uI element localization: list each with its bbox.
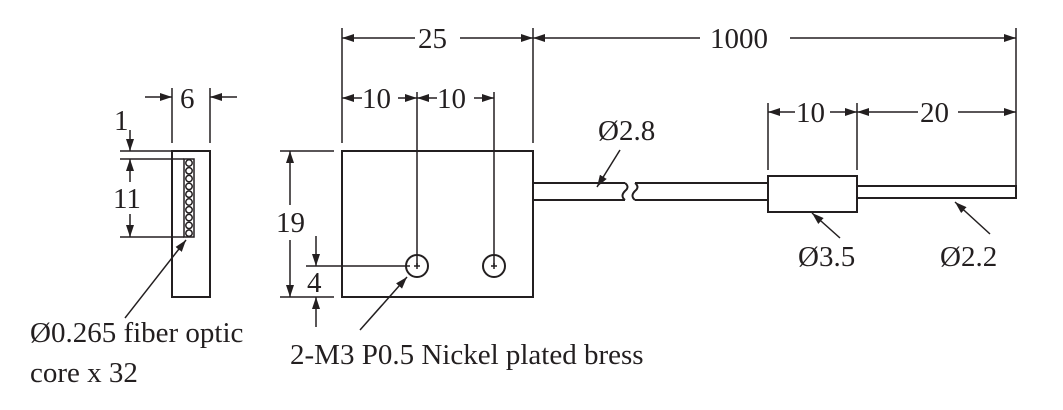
fiber-core [185, 221, 193, 230]
side-body [171, 150, 211, 298]
cable: 1000 10 20 Ø2.8 Ø3.5 Ø2.2 [533, 23, 1017, 273]
tail-diameter: Ø2.2 [940, 241, 997, 273]
leader-line [359, 276, 408, 331]
fiber-core [185, 166, 193, 175]
fiber-core [185, 182, 193, 191]
hole-pitch-dim: 10 [437, 83, 466, 115]
tail-length-dim: 20 [920, 97, 949, 129]
fiber-core-array [183, 158, 195, 238]
core-span-dim: 11 [113, 183, 141, 215]
front-width-dim: 25 [418, 23, 447, 55]
fiber-core [185, 205, 193, 214]
front-body [341, 150, 534, 298]
core-note-line2: core x 32 [30, 357, 138, 389]
front-height-dim: 19 [276, 207, 305, 239]
side-width-dim: 6 [180, 83, 195, 115]
sleeve [767, 175, 858, 213]
cable-length-dim: 1000 [710, 23, 768, 55]
fiber-core [185, 190, 193, 199]
fiber-core [185, 159, 193, 167]
sleeve-length-dim: 10 [796, 97, 825, 129]
top-offset-dim: 1 [114, 105, 129, 137]
fiber-core [185, 213, 193, 222]
sleeve-diameter: Ø3.5 [798, 241, 855, 273]
leader-line [124, 239, 187, 319]
tail-cable [857, 185, 1017, 199]
front-view: 25 10 10 19 4 2-M3 P0.5 Nickel plated br… [276, 23, 644, 371]
hole-offset-dim: 10 [362, 83, 391, 115]
cable-diameter: Ø2.8 [598, 115, 655, 147]
fiber-core [185, 198, 193, 206]
hole-height-dim: 4 [307, 267, 322, 299]
side-view: 6 1 11 Ø0.265 fiber optic core x 32 [30, 83, 243, 389]
main-cable [533, 182, 768, 201]
fiber-core [185, 174, 193, 183]
fiber-core [185, 229, 193, 238]
hole-note: 2-M3 P0.5 Nickel plated bress [290, 339, 644, 371]
core-note-line1: Ø0.265 fiber optic [30, 317, 243, 349]
